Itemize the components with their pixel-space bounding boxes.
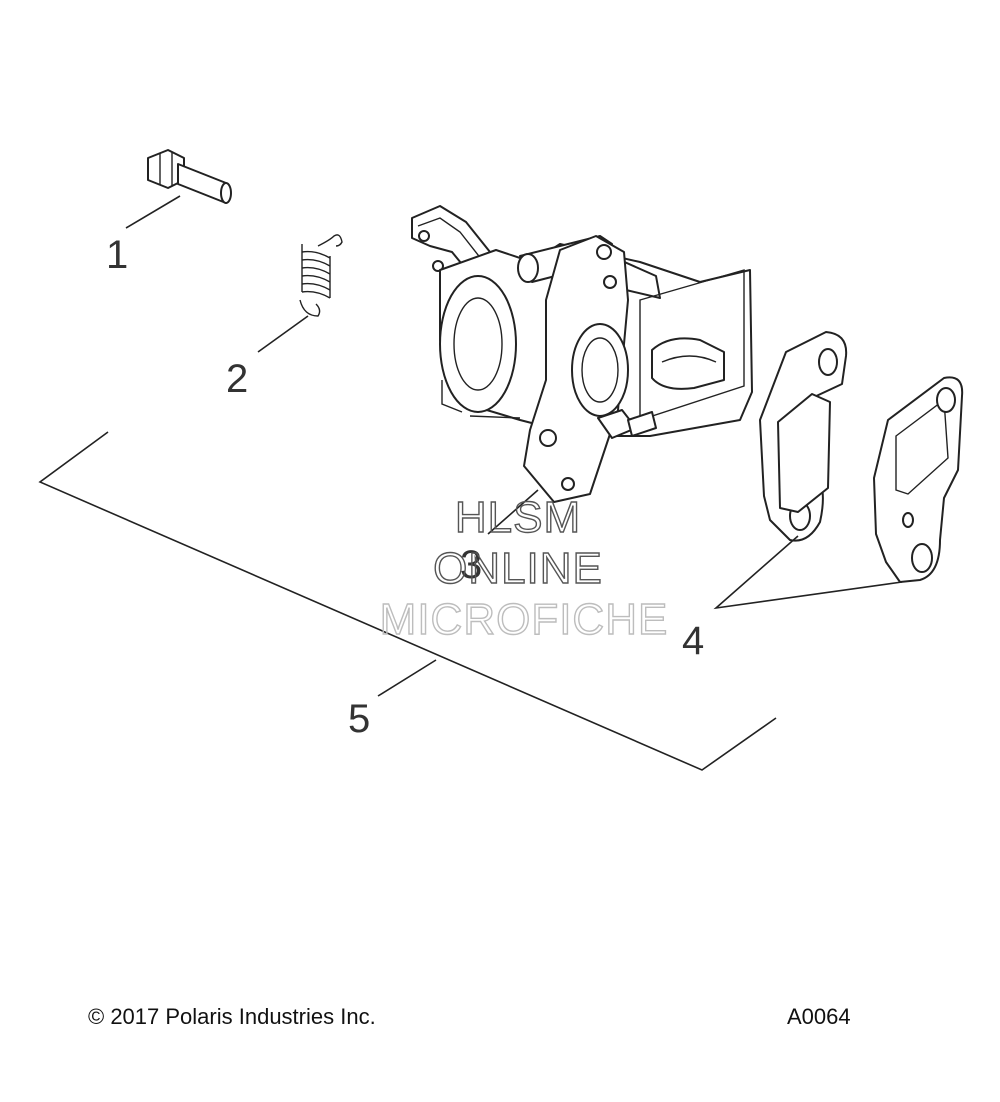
part-3-caliper[interactable] (411, 205, 753, 503)
part-1-bolt[interactable] (147, 149, 232, 204)
leader-3 (487, 489, 539, 535)
figure-code: A0064 (787, 1004, 851, 1029)
callout-1[interactable]: 1 (106, 233, 128, 277)
part-2-spring[interactable] (299, 234, 343, 317)
watermark: HLSM ONLINE MICROFICHE (379, 492, 669, 644)
callout-2[interactable]: 2 (226, 357, 248, 401)
part-5-kit-bracket (38, 431, 777, 771)
callout-5[interactable]: 5 (348, 697, 370, 741)
watermark-line3: MICROFICHE (380, 595, 669, 644)
part-4-brake-pads[interactable] (759, 331, 964, 583)
callout-4[interactable]: 4 (682, 619, 704, 663)
watermark-line2: ONLINE (433, 544, 603, 593)
watermark-line1: HLSM (455, 493, 581, 542)
leader-1 (125, 195, 181, 229)
leader-2 (257, 315, 309, 353)
leader-4 (713, 535, 903, 610)
leader-5 (377, 659, 437, 697)
copyright-notice: © 2017 Polaris Industries Inc. (88, 1004, 376, 1029)
callout-3[interactable]: 3 (460, 543, 482, 587)
